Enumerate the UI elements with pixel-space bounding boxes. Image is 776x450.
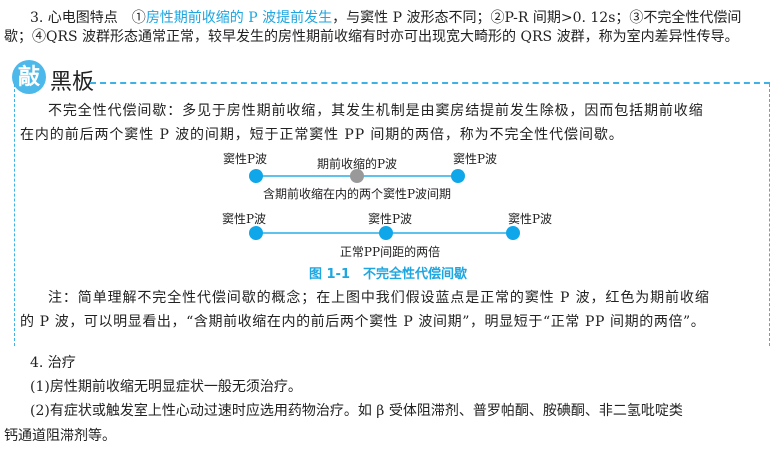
sinus-p-dot [506, 226, 520, 240]
note-line2: 的 P 波，可以明显看出，“含期前收缩在内的前后两个窦性 P 波间期”，明显短于… [20, 314, 706, 330]
text: ，与窦性 P 波形态不同；②P-R 间期>0. 12s；③不完全性代偿间 [332, 10, 742, 26]
sinus-p-dot [249, 169, 263, 183]
blackboard-badge: 敲 [12, 60, 46, 94]
dot-label: 窦性P波 [221, 212, 267, 226]
section4-title: 4. 治疗 [30, 355, 76, 371]
text: 3. 心电图特点 ① [30, 10, 146, 26]
highlight-text: 房性期前收缩的 P 波提前发生 [145, 10, 333, 26]
dot-label: 窦性P波 [222, 152, 268, 166]
figure-title: 图 1-1 不完全性代偿间歇 [308, 267, 467, 282]
dot-label: 窦性P波 [452, 152, 498, 166]
section3-line2: 歇；④QRS 波群形态通常正常，较早发生的房性期前收缩有时亦可出现宽大畸形的 Q… [4, 29, 739, 45]
dot-label: 期前收缩的P波 [316, 157, 398, 171]
dot-label: 窦性P波 [367, 212, 413, 226]
sinus-p-dot [451, 169, 465, 183]
row1-caption: 含期前收缩在内的两个窦性P波间期 [262, 187, 452, 201]
box-divider [90, 82, 770, 84]
treatment-item: 钙通道阻滞剂等。 [4, 428, 116, 444]
para-line2: 在内的前后两个窦性 P 波的间期，短于正常窦性 PP 间期的两倍，称为不完全性代… [20, 127, 624, 143]
treatment-item: (2)有症状或触发室上性心动过速时应选用药物治疗。如 β 受体阻滞剂、普罗帕酮、… [30, 403, 683, 419]
section3-line1: 3. 心电图特点 ①房性期前收缩的 P 波提前发生，与窦性 P 波形态不同；②P… [30, 9, 741, 27]
sinus-p-dot [379, 226, 393, 240]
blackboard-box [14, 84, 770, 346]
para-line1: 不完全性代偿间歇：多见于房性期前收缩，其发生机制是由窦房结提前发生除极，因而包括… [48, 103, 704, 119]
premature-p-dot [350, 169, 364, 183]
blackboard-title: 黑板 [50, 70, 95, 95]
row2-caption: 正常PP间距的两倍 [339, 245, 441, 259]
note-line1: 注：简单理解不完全性代偿间歇的概念；在上图中我们假设蓝点是正常的窦性 P 波，红… [48, 290, 710, 306]
treatment-item: (1)房性期前收缩无明显症状一般无须治疗。 [30, 379, 302, 395]
dot-label: 窦性P波 [507, 212, 553, 226]
sinus-p-dot [249, 226, 263, 240]
